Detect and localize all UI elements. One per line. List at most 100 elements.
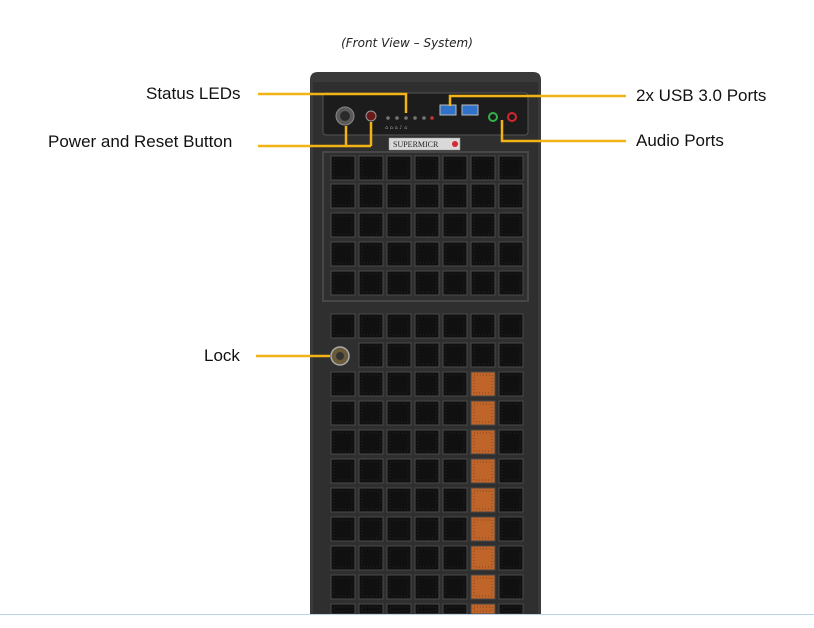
grille-cell: [471, 184, 495, 208]
grille-cell: [331, 271, 355, 295]
grille-cell: [415, 372, 439, 396]
brand-plate: SUPERMICR: [389, 138, 460, 150]
grille-cell: [499, 459, 523, 483]
grille-cell: [471, 546, 495, 570]
grille-cell: [443, 575, 467, 599]
grille-cell: [387, 517, 411, 541]
grille-cell: [471, 401, 495, 425]
grille-cell: [387, 343, 411, 367]
grille-cell: [359, 184, 383, 208]
grille-cell: [359, 156, 383, 180]
grille-cell: [415, 314, 439, 338]
grille-cell: [331, 488, 355, 512]
grille-cell: [387, 488, 411, 512]
grille-cell: [415, 242, 439, 266]
grille-cell: [443, 488, 467, 512]
grille-cell: [499, 604, 523, 614]
grille-cell: [443, 401, 467, 425]
grille-cell: [443, 604, 467, 614]
grille-cell: [499, 184, 523, 208]
grille-cell: [415, 517, 439, 541]
grille-cell: [359, 314, 383, 338]
grille-cell: [387, 604, 411, 614]
usb-port-1[interactable]: [440, 105, 456, 115]
grille-cell: [415, 271, 439, 295]
grille-cell: [443, 430, 467, 454]
grille-cell: [471, 459, 495, 483]
grille-cell: [415, 213, 439, 237]
grille-cell: [471, 314, 495, 338]
lock-icon[interactable]: [331, 347, 349, 365]
grille-cell: [471, 430, 495, 454]
grille-cell: [359, 604, 383, 614]
grille-cell: [359, 372, 383, 396]
grille-cell: [359, 401, 383, 425]
grille-cell: [499, 401, 523, 425]
grille-cell: [387, 213, 411, 237]
grille-cell: [387, 575, 411, 599]
grille-cell: [331, 546, 355, 570]
grille-cell: [471, 488, 495, 512]
grille-cell: [471, 271, 495, 295]
grille-cell: [499, 488, 523, 512]
grille-cell: [415, 184, 439, 208]
grille-cell: [443, 343, 467, 367]
grille-cell: [415, 575, 439, 599]
grille-cell: [331, 604, 355, 614]
grille-cell: [387, 314, 411, 338]
grille-cell: [443, 372, 467, 396]
audio-port-green[interactable]: [489, 113, 497, 121]
grille-cell: [331, 517, 355, 541]
grille-cell: [415, 401, 439, 425]
grille-cell: [387, 546, 411, 570]
grille-cell: [331, 575, 355, 599]
grille-cell: [359, 575, 383, 599]
grille-cell: [443, 213, 467, 237]
grille-cell: [331, 401, 355, 425]
grille-cell: [499, 271, 523, 295]
grille-cell: [387, 242, 411, 266]
reset-button[interactable]: [366, 111, 376, 121]
grille-cell: [471, 604, 495, 614]
grille-cell: [415, 604, 439, 614]
grille-cell: [471, 517, 495, 541]
grille-cell: [471, 242, 495, 266]
grille-cell: [471, 372, 495, 396]
grille-cell: [359, 517, 383, 541]
grille-cell: [387, 184, 411, 208]
grille-cell: [443, 242, 467, 266]
grille-cell: [387, 372, 411, 396]
grille-cell: [415, 156, 439, 180]
grille-cell: [471, 156, 495, 180]
grille-cell: [331, 184, 355, 208]
grille-cell: [359, 242, 383, 266]
grille-cell: [387, 430, 411, 454]
grille-cell: [499, 242, 523, 266]
grille-cell: [499, 575, 523, 599]
grille-cell: [499, 343, 523, 367]
grille-cell: [415, 546, 439, 570]
grille-cell: [387, 459, 411, 483]
grille-cell: [443, 156, 467, 180]
grille-cell: [499, 156, 523, 180]
grille-cell: [331, 372, 355, 396]
grille-cell: [359, 459, 383, 483]
grille-cell: [499, 430, 523, 454]
grille-cell: [443, 459, 467, 483]
bottom-divider: [0, 614, 814, 615]
grille-cell: [471, 213, 495, 237]
usb-port-2[interactable]: [462, 105, 478, 115]
grille-cell: [499, 372, 523, 396]
grille-cell: [443, 546, 467, 570]
grille-cell: [387, 156, 411, 180]
grille-cell: [359, 546, 383, 570]
grille-cell: [359, 430, 383, 454]
grille-cell: [415, 488, 439, 512]
grille-cell: [359, 213, 383, 237]
grille-cell: [331, 156, 355, 180]
svg-text:⌂ ⌂ ⌂ ♪ ⌂: ⌂ ⌂ ⌂ ♪ ⌂: [385, 125, 407, 131]
control-panel: ⌂ ⌂ ⌂ ♪ ⌂: [323, 93, 528, 135]
grille-cell: [359, 488, 383, 512]
grille-cell: [499, 314, 523, 338]
audio-port-red[interactable]: [508, 113, 516, 121]
